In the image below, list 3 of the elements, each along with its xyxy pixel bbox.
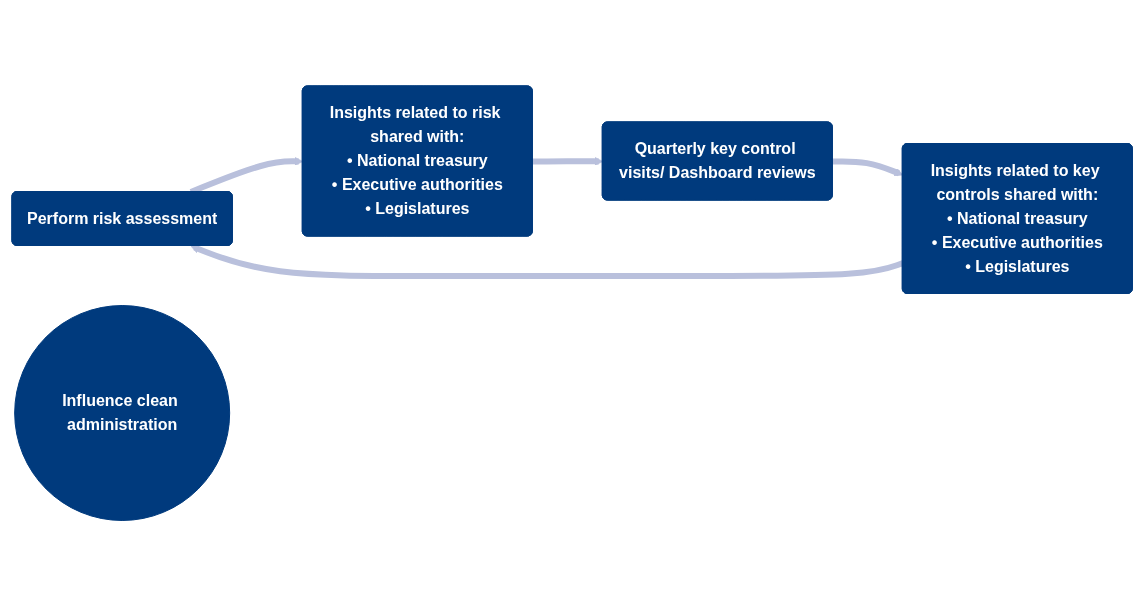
arrow [833,158,904,176]
node-circle: Influence clean administration [14,304,231,521]
arrow [533,156,604,166]
